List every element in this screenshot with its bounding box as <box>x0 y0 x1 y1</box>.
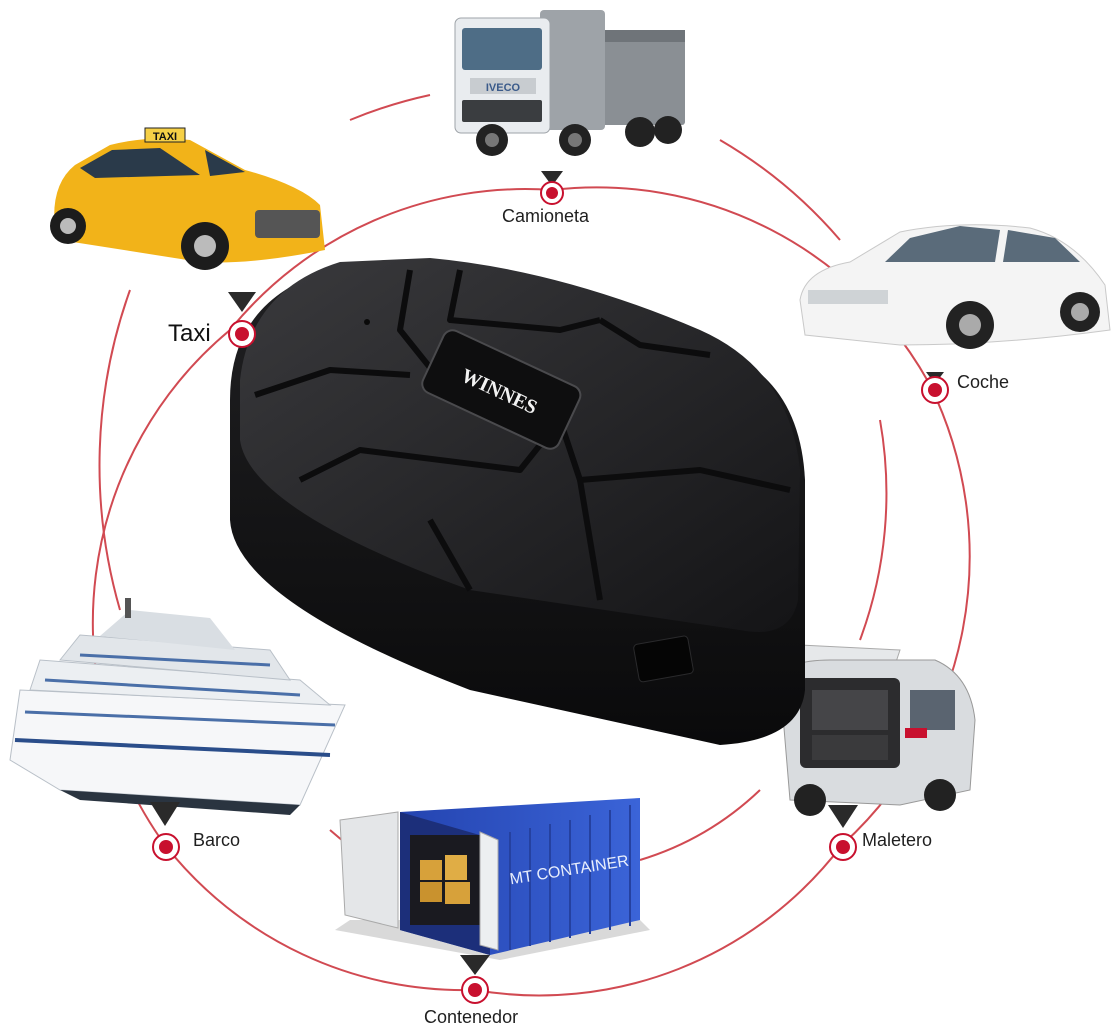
label-coche: Coche <box>957 372 1010 392</box>
truck-brand: IVECO <box>486 82 521 94</box>
gps-tracker-device: WINNES <box>230 258 805 745</box>
taxi-car-icon: TAXI <box>50 127 326 270</box>
taxi-sign: TAXI <box>153 131 177 143</box>
dump-truck-icon: IVECO <box>454 10 685 156</box>
markers <box>150 171 949 1004</box>
suv-open-trunk-icon <box>754 644 976 816</box>
label-camioneta: Camioneta <box>502 206 590 226</box>
shipping-container-icon: MT CONTAINER <box>335 798 650 960</box>
label-barco: Barco <box>193 830 241 850</box>
label-maletero: Maletero <box>862 830 933 850</box>
label-contenedor: Contenedor <box>424 1007 519 1027</box>
sedan-car-icon <box>799 224 1111 349</box>
label-taxi: Taxi <box>168 320 211 347</box>
cruise-ship-icon <box>9 598 346 815</box>
